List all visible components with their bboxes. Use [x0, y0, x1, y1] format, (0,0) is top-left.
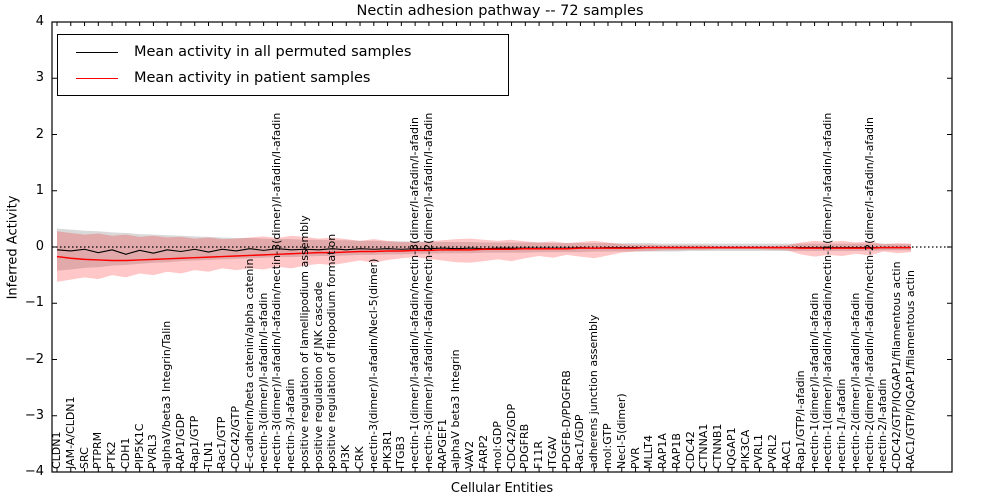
- series-line-patient: [56, 246, 911, 262]
- legend-label: Mean activity in patient samples: [134, 70, 371, 86]
- legend: Mean activity in all permuted samples Me…: [57, 34, 509, 96]
- chart-title: Nectin adhesion pathway -- 72 samples: [356, 3, 644, 19]
- legend-item-patient: Mean activity in patient samples: [58, 65, 508, 91]
- legend-item-permuted: Mean activity in all permuted samples: [58, 39, 508, 65]
- patient-samples-std-band: [57, 231, 911, 282]
- legend-line-sample-red: [76, 77, 118, 79]
- x-axis-label: Cellular Entities: [450, 481, 554, 496]
- y-axis-label: Inferred Activity: [5, 195, 21, 300]
- legend-label: Mean activity in all permuted samples: [134, 44, 412, 60]
- legend-line-sample-black: [76, 51, 118, 53]
